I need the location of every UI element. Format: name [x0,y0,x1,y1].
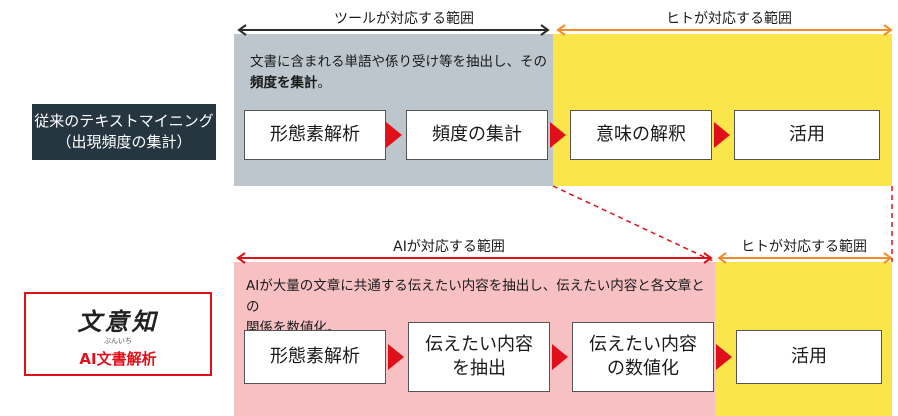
bunchi-ai-logo: 文意知 ぶんいち AI文書解析 [24,292,212,376]
tool-range-label: ツールが対応する範囲 [334,11,474,27]
step-arrow-icon [550,122,566,148]
traditional-label-line2: （出現頻度の集計） [56,133,192,151]
bunchi-logo-subtitle: AI文書解析 [79,350,157,368]
bottom-step-morphological-analysis: 形態素解析 [244,330,386,384]
human-range-arrow-bottom [717,252,893,264]
step-arrow-icon [714,122,730,148]
bottom-step-quantify-content: 伝えたい内容 の数値化 [572,322,714,392]
step-arrow-icon [386,122,402,148]
top-step-morphological-analysis: 形態素解析 [244,110,386,160]
ai-range-label: AIが対応する範囲 [393,239,505,255]
human-range-label-bottom: ヒトが対応する範囲 [741,239,867,255]
top-description-line1: 文書に含まれる単語や係り受け等を抽出し、その [250,54,547,70]
step-arrow-icon [716,344,732,370]
top-description: 文書に含まれる単語や係り受け等を抽出し、その 頻度を集計。 [250,52,550,94]
top-description-bold: 頻度を集計 [250,74,318,91]
bottom-description-line1: AIが大量の文章に共通する伝えたい内容を抽出し、伝えたい内容と各文章との [246,278,705,315]
top-step-frequency-count: 頻度の集計 [406,110,548,160]
traditional-label-line1: 従来のテキストマイニング [34,112,214,130]
traditional-text-mining-label: 従来のテキストマイニング （出現頻度の集計） [32,104,216,160]
top-step-meaning-interpretation: 意味の解釈 [570,110,712,160]
ai-range-arrow [236,252,713,264]
top-description-tail: 。 [317,74,332,91]
bunchi-logo-ruby: ぶんいち [104,337,132,345]
tool-range-arrow [237,24,550,36]
top-step-utilization: 活用 [734,110,880,160]
dashed-connector-left [552,185,716,263]
step-arrow-icon [388,344,404,370]
step-arrow-icon [552,344,568,370]
human-range-arrow-top [556,24,893,36]
human-range-label-top: ヒトが対応する範囲 [666,11,792,27]
bottom-step-utilization: 活用 [736,330,882,384]
bottom-step-extract-content: 伝えたい内容 を抽出 [408,322,550,392]
bunchi-logo-title: 文意知 [77,307,159,336]
